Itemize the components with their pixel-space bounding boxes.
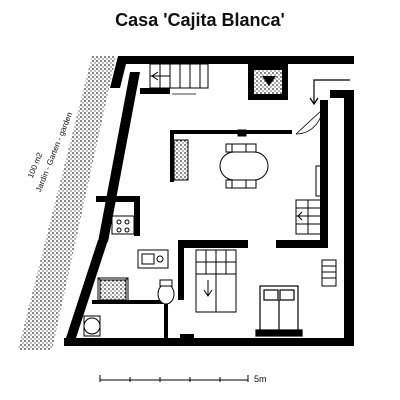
radiator: [321, 259, 337, 287]
right-stairs: [295, 199, 323, 235]
entry-arrow: [309, 79, 350, 106]
bookshelf: [173, 139, 189, 181]
garden-strip: [18, 56, 116, 350]
kitchen: [111, 215, 169, 269]
plan-title: Casa 'Cajita Blanca': [115, 10, 285, 30]
side-furniture: [237, 129, 327, 197]
dining-table: [219, 143, 269, 189]
bottom-step: [180, 334, 194, 340]
fireplace: [248, 64, 288, 100]
scale-bar: [99, 375, 249, 382]
lower-stairs: [195, 249, 237, 313]
bed: [255, 285, 303, 337]
scale-label: 5m: [254, 374, 267, 384]
bathroom: [83, 277, 175, 337]
upper-stairs: [149, 63, 209, 89]
door-swings: [172, 93, 323, 135]
interior-walls: [92, 100, 328, 340]
